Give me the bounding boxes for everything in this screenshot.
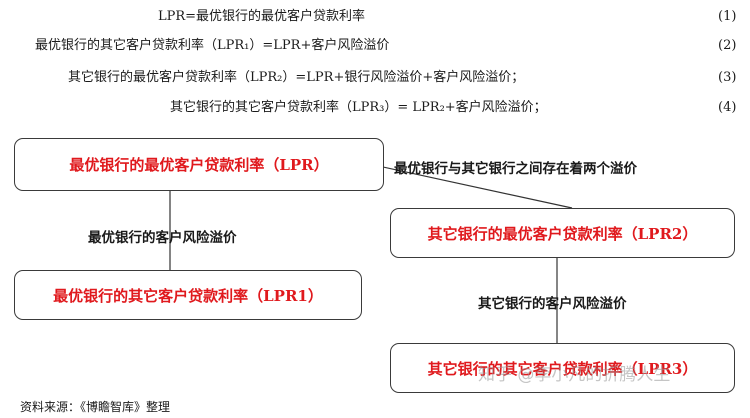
box-other-bank-best-customer-lpr2: 其它银行的最优客户贷款利率（LPR2）: [390, 208, 735, 258]
box-best-bank-other-customer-lpr1: 最优银行的其它客户贷款利率（LPR1）: [14, 270, 362, 320]
formula-3: 其它银行的最优客户贷款利率（LPR₂）=LPR+银行风险溢价+客户风险溢价；: [68, 70, 525, 85]
formula-2: 最优银行的其它客户贷款利率（LPR₁）=LPR+客户风险溢价: [35, 38, 390, 53]
box-best-bank-best-customer-lpr: 最优银行的最优客户贷款利率（LPR）: [14, 138, 384, 191]
watermark: 知乎 @李小凡的折腾人生: [478, 365, 671, 385]
formula-4-number: (4): [718, 100, 737, 115]
source-note: 资料来源：《博瞻智库》整理: [20, 400, 171, 414]
formula-2-number: (2): [718, 38, 737, 53]
box-other-bank-other-customer-lpr3: 其它银行的其它客户贷款利率（LPR3）: [390, 343, 735, 393]
formula-1-number: (1): [718, 9, 737, 24]
label-other-bank-customer-risk-premium: 其它银行的客户风险溢价: [478, 296, 627, 312]
label-best-bank-customer-risk-premium: 最优银行的客户风险溢价: [88, 230, 237, 246]
formula-1: LPR=最优银行的最优客户贷款利率: [158, 9, 366, 24]
label-two-premiums-between-banks: 最优银行与其它银行之间存在着两个溢价: [394, 161, 637, 177]
formula-3-number: (3): [718, 70, 737, 85]
formula-4: 其它银行的其它客户贷款利率（LPR₃）= LPR₂+客户风险溢价；: [170, 100, 547, 115]
connector-top-diagonal: [359, 161, 573, 209]
